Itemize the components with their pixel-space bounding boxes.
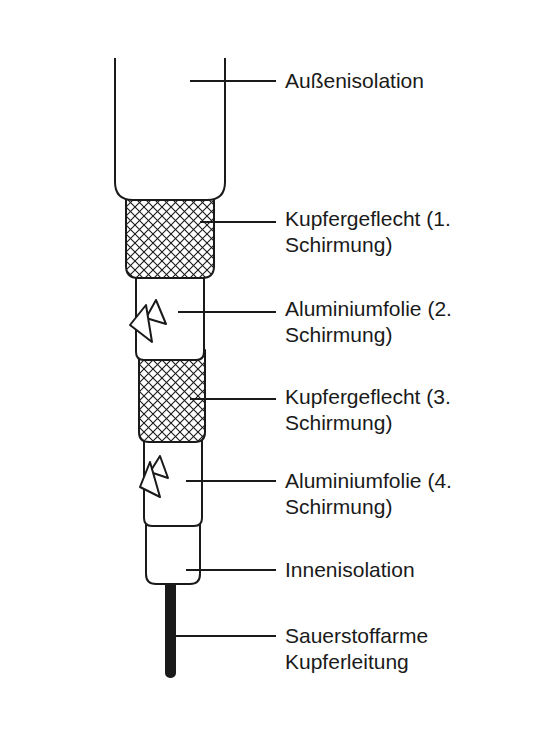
part-label: Aluminiumfolie (4. Schirmung) bbox=[285, 468, 453, 520]
leader-lines bbox=[170, 81, 276, 636]
foil-flap bbox=[130, 305, 152, 342]
part-label: Sauerstoffarme Kupferleitung bbox=[285, 623, 453, 675]
braid-shield-1 bbox=[126, 188, 214, 278]
part-label: Innenisolation bbox=[285, 557, 453, 583]
braid-shield-3 bbox=[139, 350, 205, 442]
copper-conductor bbox=[166, 575, 175, 677]
foil-flap bbox=[140, 462, 160, 497]
part-label: Kupfergeflecht (1. Schirmung) bbox=[285, 206, 453, 258]
part-label: Aluminiumfolie (2. Schirmung) bbox=[285, 296, 453, 348]
outer-insulation bbox=[115, 58, 225, 200]
part-label: Außenisolation bbox=[285, 68, 453, 94]
part-label: Kupfergeflecht (3. Schirmung) bbox=[285, 384, 453, 436]
